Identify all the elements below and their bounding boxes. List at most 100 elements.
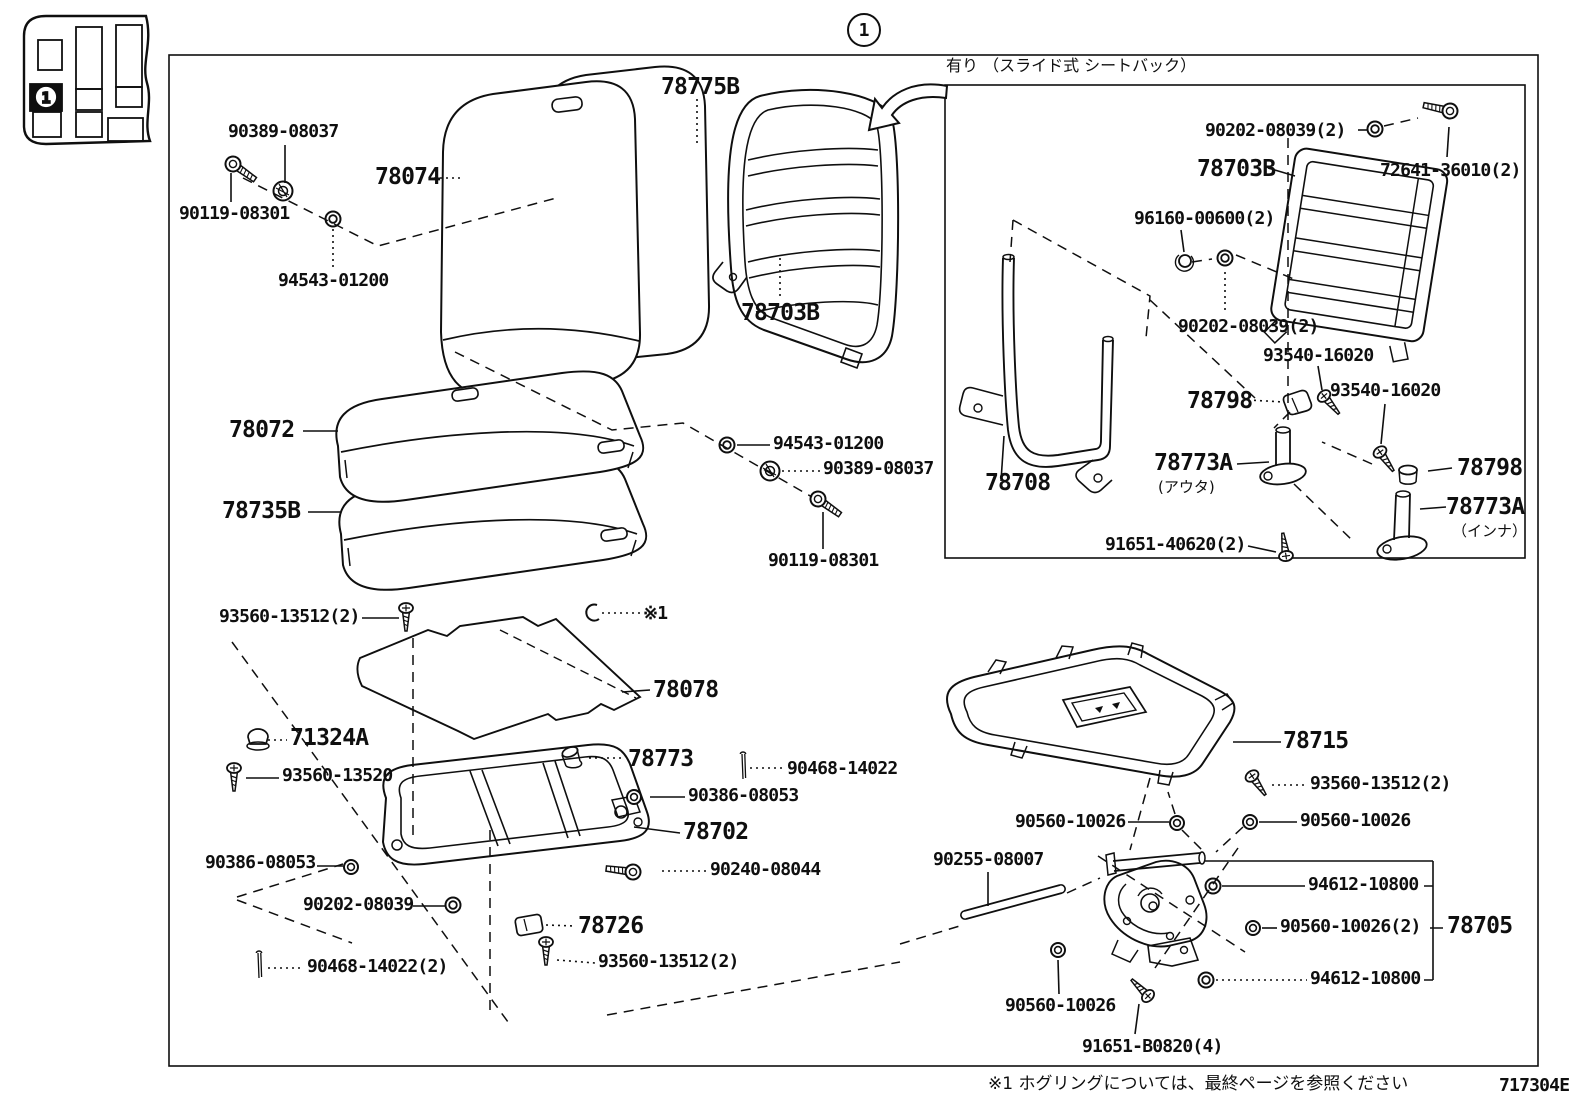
part-label-93540-b: 93540-16020	[1330, 380, 1441, 401]
part-label-78715: 78715	[1283, 728, 1349, 754]
slide-seatback-frame-78703B	[1263, 147, 1449, 363]
nut-90386-right	[626, 789, 642, 805]
part-label-90255: 90255-08007	[933, 849, 1044, 870]
part-label-90468-2: 90468-14022(2)	[307, 956, 448, 977]
figure-callout-number: 1	[858, 19, 870, 41]
screw-93560-right	[1242, 766, 1272, 800]
figure-callout: 1	[847, 13, 881, 47]
part-label-78072: 78072	[229, 417, 295, 443]
part-label-90468: 90468-14022	[787, 758, 898, 779]
grommet-90389-top	[272, 180, 294, 202]
leg-78773A-inner	[1376, 490, 1428, 561]
footnote: ※1 ホグリングについては、最終ページを参照ください	[988, 1074, 1409, 1094]
assembly-dashed-lines	[231, 117, 1419, 1023]
part-label-93560-right: 93560-13512(2)	[1310, 773, 1451, 794]
part-label-90240: 90240-08044	[710, 859, 821, 880]
part-label-90560-a: 90560-10026	[1300, 810, 1411, 831]
part-label-78702: 78702	[683, 819, 749, 845]
screw-93560-upper	[398, 602, 414, 632]
nut-90386-left	[343, 859, 359, 875]
vehicle-position-inset: 1	[22, 14, 152, 146]
ring-90202-main	[444, 896, 462, 914]
nut-90560-c	[1245, 920, 1261, 936]
part-label-78078: 78078	[653, 677, 719, 703]
part-label-78773A-outer: 78773A	[1154, 450, 1233, 476]
grommet-90389-mid	[759, 460, 781, 482]
clip-78773-main	[561, 746, 583, 769]
nut-90560-d	[1050, 942, 1066, 958]
part-label-90560-d: 90560-10026	[1005, 995, 1116, 1016]
part-label-78798-right: 78798	[1457, 455, 1523, 481]
part-label-90389-top: 90389-08037	[228, 121, 339, 142]
part-label-90202-sub-mid: 90202-08039(2)	[1178, 316, 1319, 337]
pin-90468-bottom	[255, 950, 263, 979]
seatback-78074	[439, 80, 642, 397]
part-label-90202-sub-top: 90202-08039(2)	[1205, 120, 1346, 141]
part-label-93560-13520: 93560-13520	[282, 765, 393, 786]
part-label-78773A-inner: 78773A	[1446, 494, 1525, 520]
ring-94543-top	[324, 210, 342, 228]
diagram-border	[168, 54, 1539, 1067]
part-label-78773A-inner-note: （インナ）	[1452, 522, 1528, 540]
ring-90202-sub-mid	[1216, 249, 1234, 267]
part-label-78773: 78773	[628, 746, 694, 772]
part-label-78775B: 78775B	[661, 74, 740, 100]
clip-71324A	[246, 728, 270, 751]
cushion-frame-78715	[946, 642, 1236, 786]
part-label-78703B-sub: 78703B	[1197, 156, 1276, 182]
screw-91651-40620	[1274, 531, 1295, 563]
bolt-90119-top	[221, 152, 261, 187]
clip-78798-left	[1282, 389, 1313, 416]
nut-90560-b	[1169, 815, 1185, 831]
part-label-90386-right: 90386-08053	[688, 785, 799, 806]
screw-91651-B0820	[1125, 973, 1158, 1006]
variant-subdiagram-border	[944, 84, 1526, 559]
part-label-90560-2: 90560-10026(2)	[1280, 916, 1421, 937]
part-label-90560-b: 90560-10026	[1015, 811, 1126, 832]
part-label-78074: 78074	[375, 164, 441, 190]
clip-78726	[514, 913, 544, 937]
part-label-90389-mid: 90389-08037	[823, 458, 934, 479]
part-label-91651-40620: 91651-40620(2)	[1105, 534, 1246, 555]
part-label-94612-bottom: 94612-10800	[1310, 968, 1421, 989]
screw-93540-b	[1370, 442, 1400, 476]
hog-ring-note-ref: ※1	[643, 603, 668, 624]
pin-90468	[739, 751, 747, 780]
part-label-78773A-outer-note: (アウタ)	[1158, 478, 1215, 496]
variant-arrow	[867, 83, 949, 132]
part-label-78798-left: 78798	[1187, 388, 1253, 414]
cap-78798-right	[1398, 464, 1418, 485]
part-label-90119-top: 90119-08301	[179, 203, 290, 224]
part-label-78708: 78708	[985, 470, 1051, 496]
ring-90202-sub-top	[1366, 120, 1384, 138]
pipe-frame-78708	[958, 253, 1114, 494]
ring-94612-bottom	[1197, 971, 1215, 989]
dotted-leader-lines	[268, 99, 1307, 981]
seatback-board-frame-78703B	[712, 89, 900, 370]
nut-90560-a	[1242, 814, 1258, 830]
part-label-91651-B0820: 91651-B0820(4)	[1082, 1036, 1223, 1057]
screw-93560-bottom	[538, 936, 554, 966]
part-label-90386-left: 90386-08053	[205, 852, 316, 873]
part-label-78703B-main: 78703B	[741, 300, 820, 326]
inset-callout-number: 1	[41, 89, 50, 107]
part-label-72641: 72641-36010(2)	[1380, 160, 1521, 181]
leg-78773A-outer	[1259, 426, 1307, 486]
hog-ring-icon	[585, 603, 600, 622]
clip-96160	[1174, 254, 1195, 272]
seat-adjuster-78705	[1103, 851, 1208, 967]
part-label-94543-top: 94543-01200	[278, 270, 389, 291]
part-label-78735B: 78735B	[222, 498, 301, 524]
seat-frame-78702	[381, 743, 650, 866]
part-label-93540-a: 93540-16020	[1263, 345, 1374, 366]
leader-lines	[230, 126, 1453, 1035]
part-label-93560-bottom: 93560-13512(2)	[598, 951, 739, 972]
part-label-78726: 78726	[578, 913, 644, 939]
rod-90255	[960, 884, 1066, 920]
bolt-90240	[604, 860, 643, 882]
part-label-78705: 78705	[1447, 913, 1513, 939]
part-label-94612-top: 94612-10800	[1308, 874, 1419, 895]
part-label-71324A: 71324A	[290, 725, 369, 751]
